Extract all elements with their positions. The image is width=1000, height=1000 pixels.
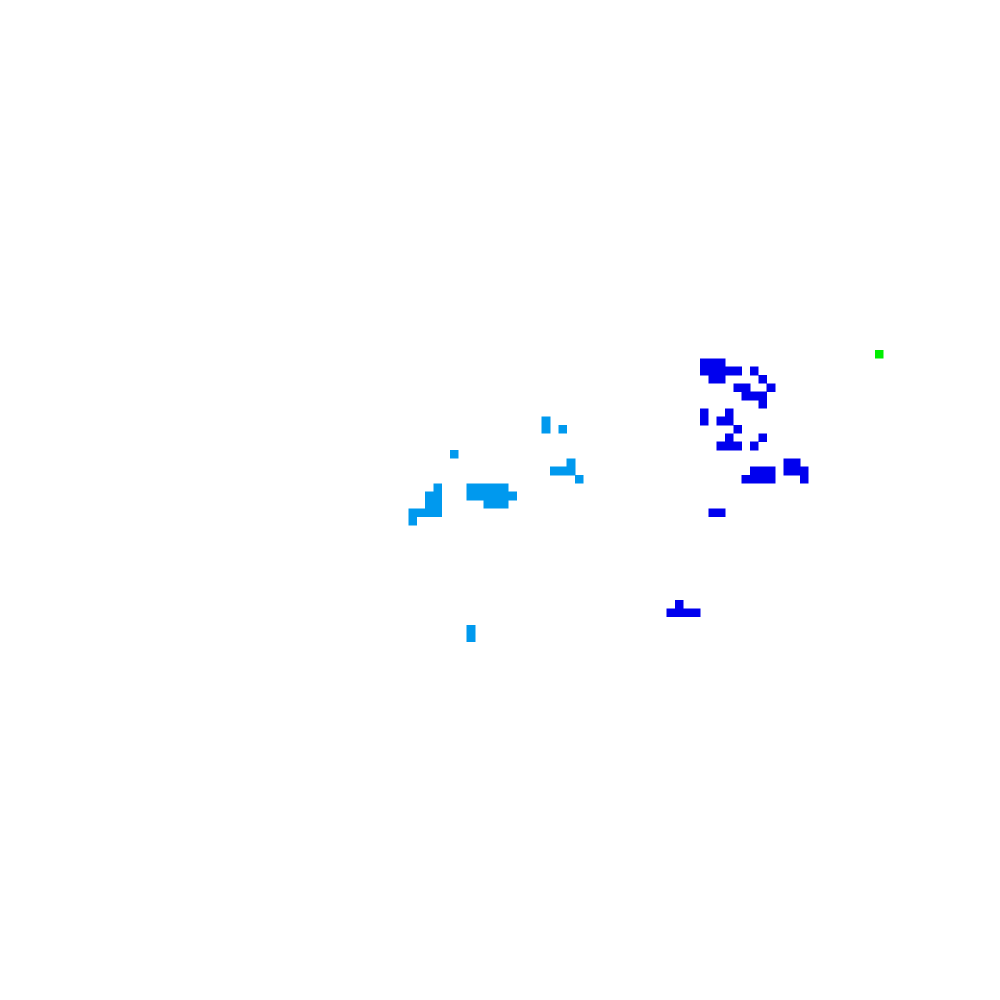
map-cell-dark-blue: [700, 408, 709, 417]
map-cell-dark-blue: [758, 400, 767, 409]
map-cell-dark-blue: [716, 366, 726, 376]
map-cell-dark-blue: [700, 366, 709, 376]
map-cell-light-blue: [466, 633, 476, 642]
map-cell-light-blue: [491, 500, 501, 509]
map-cell-light-blue: [466, 491, 476, 501]
map-cell-light-blue: [425, 508, 434, 517]
map-cell-dark-blue: [708, 366, 717, 376]
map-cell-dark-blue: [758, 375, 767, 384]
cell-group-dark-blue: [666, 358, 809, 617]
map-cell-dark-blue: [783, 466, 792, 476]
map-cell-dark-blue: [716, 375, 726, 384]
map-cell-dark-blue: [733, 383, 742, 392]
map-cell-dark-blue: [783, 458, 792, 467]
map-cell-green: [875, 350, 884, 359]
map-cell-dark-blue: [708, 358, 717, 367]
map-cell-light-blue: [475, 483, 484, 492]
map-cell-light-blue: [433, 483, 442, 492]
map-cell-light-blue: [491, 491, 501, 501]
map-cell-light-blue: [408, 516, 417, 526]
map-cells: [408, 350, 884, 642]
map-cell-light-blue: [550, 466, 559, 476]
map-cell-dark-blue: [700, 358, 709, 367]
map-cell-light-blue: [466, 625, 476, 634]
map-cell-dark-blue: [708, 375, 717, 384]
map-cell-light-blue: [541, 425, 551, 434]
map-cell-light-blue: [500, 491, 509, 501]
map-cell-dark-blue: [758, 466, 767, 476]
map-cell-light-blue: [433, 508, 442, 517]
map-cell-light-blue: [483, 491, 492, 501]
map-cell-light-blue: [416, 508, 426, 517]
map-cell-dark-blue: [750, 366, 759, 376]
map-cell-light-blue: [466, 483, 476, 492]
map-cell-dark-blue: [791, 466, 801, 476]
map-cell-dark-blue: [741, 383, 751, 392]
map-cell-light-blue: [508, 491, 517, 501]
map-cell-dark-blue: [750, 466, 759, 476]
map-cell-dark-blue: [725, 408, 734, 417]
map-cell-dark-blue: [758, 433, 767, 442]
map-cell-dark-blue: [750, 475, 759, 484]
map-cell-light-blue: [433, 500, 442, 509]
map-cell-dark-blue: [666, 608, 676, 617]
map-cell-dark-blue: [766, 475, 776, 484]
map-cell-light-blue: [566, 458, 576, 467]
map-cell-light-blue: [566, 466, 576, 476]
map-cell-dark-blue: [758, 475, 767, 484]
map-cell-dark-blue: [716, 358, 726, 367]
map-cell-dark-blue: [675, 608, 684, 617]
map-cell-light-blue: [558, 425, 567, 434]
map-cell-dark-blue: [766, 466, 776, 476]
map-cell-dark-blue: [791, 458, 801, 467]
map-cell-dark-blue: [725, 433, 734, 442]
map-cell-dark-blue: [683, 608, 692, 617]
map-cell-dark-blue: [800, 475, 809, 484]
map-cell-dark-blue: [725, 416, 734, 426]
map-cell-dark-blue: [716, 416, 726, 426]
map-cell-dark-blue: [758, 391, 767, 401]
map-cell-light-blue: [500, 483, 509, 492]
map-cell-dark-blue: [750, 441, 759, 451]
map-cell-light-blue: [475, 491, 484, 501]
map-cell-dark-blue: [716, 441, 726, 451]
map-cell-dark-blue: [708, 508, 717, 517]
map-cell-light-blue: [483, 500, 492, 509]
map-cell-light-blue: [450, 450, 459, 459]
map-cell-light-blue: [433, 491, 442, 501]
map-cell-light-blue: [541, 416, 551, 426]
map-cell-dark-blue: [675, 600, 684, 609]
map-cell-dark-blue: [741, 475, 751, 484]
map-cell-light-blue: [491, 483, 501, 492]
map-cell-dark-blue: [733, 366, 742, 376]
map-cell-dark-blue: [733, 425, 742, 434]
map-cell-light-blue: [425, 491, 434, 501]
cell-group-light-blue: [408, 416, 584, 642]
map-cell-dark-blue: [741, 391, 751, 401]
map-cell-dark-blue: [750, 391, 759, 401]
map-cell-light-blue: [425, 500, 434, 509]
map-cell-dark-blue: [733, 441, 742, 451]
map-cell-dark-blue: [725, 366, 734, 376]
map-cell-dark-blue: [700, 416, 709, 426]
map-cell-light-blue: [558, 466, 567, 476]
cell-group-green: [875, 350, 884, 359]
map-cell-dark-blue: [691, 608, 701, 617]
map-cell-dark-blue: [800, 466, 809, 476]
map-cell-dark-blue: [716, 508, 726, 517]
map-cell-light-blue: [500, 500, 509, 509]
map-cell-dark-blue: [725, 441, 734, 451]
map-cell-light-blue: [408, 508, 417, 517]
map-cell-light-blue: [575, 475, 584, 484]
map-cell-dark-blue: [766, 383, 776, 392]
map-cell-light-blue: [483, 483, 492, 492]
